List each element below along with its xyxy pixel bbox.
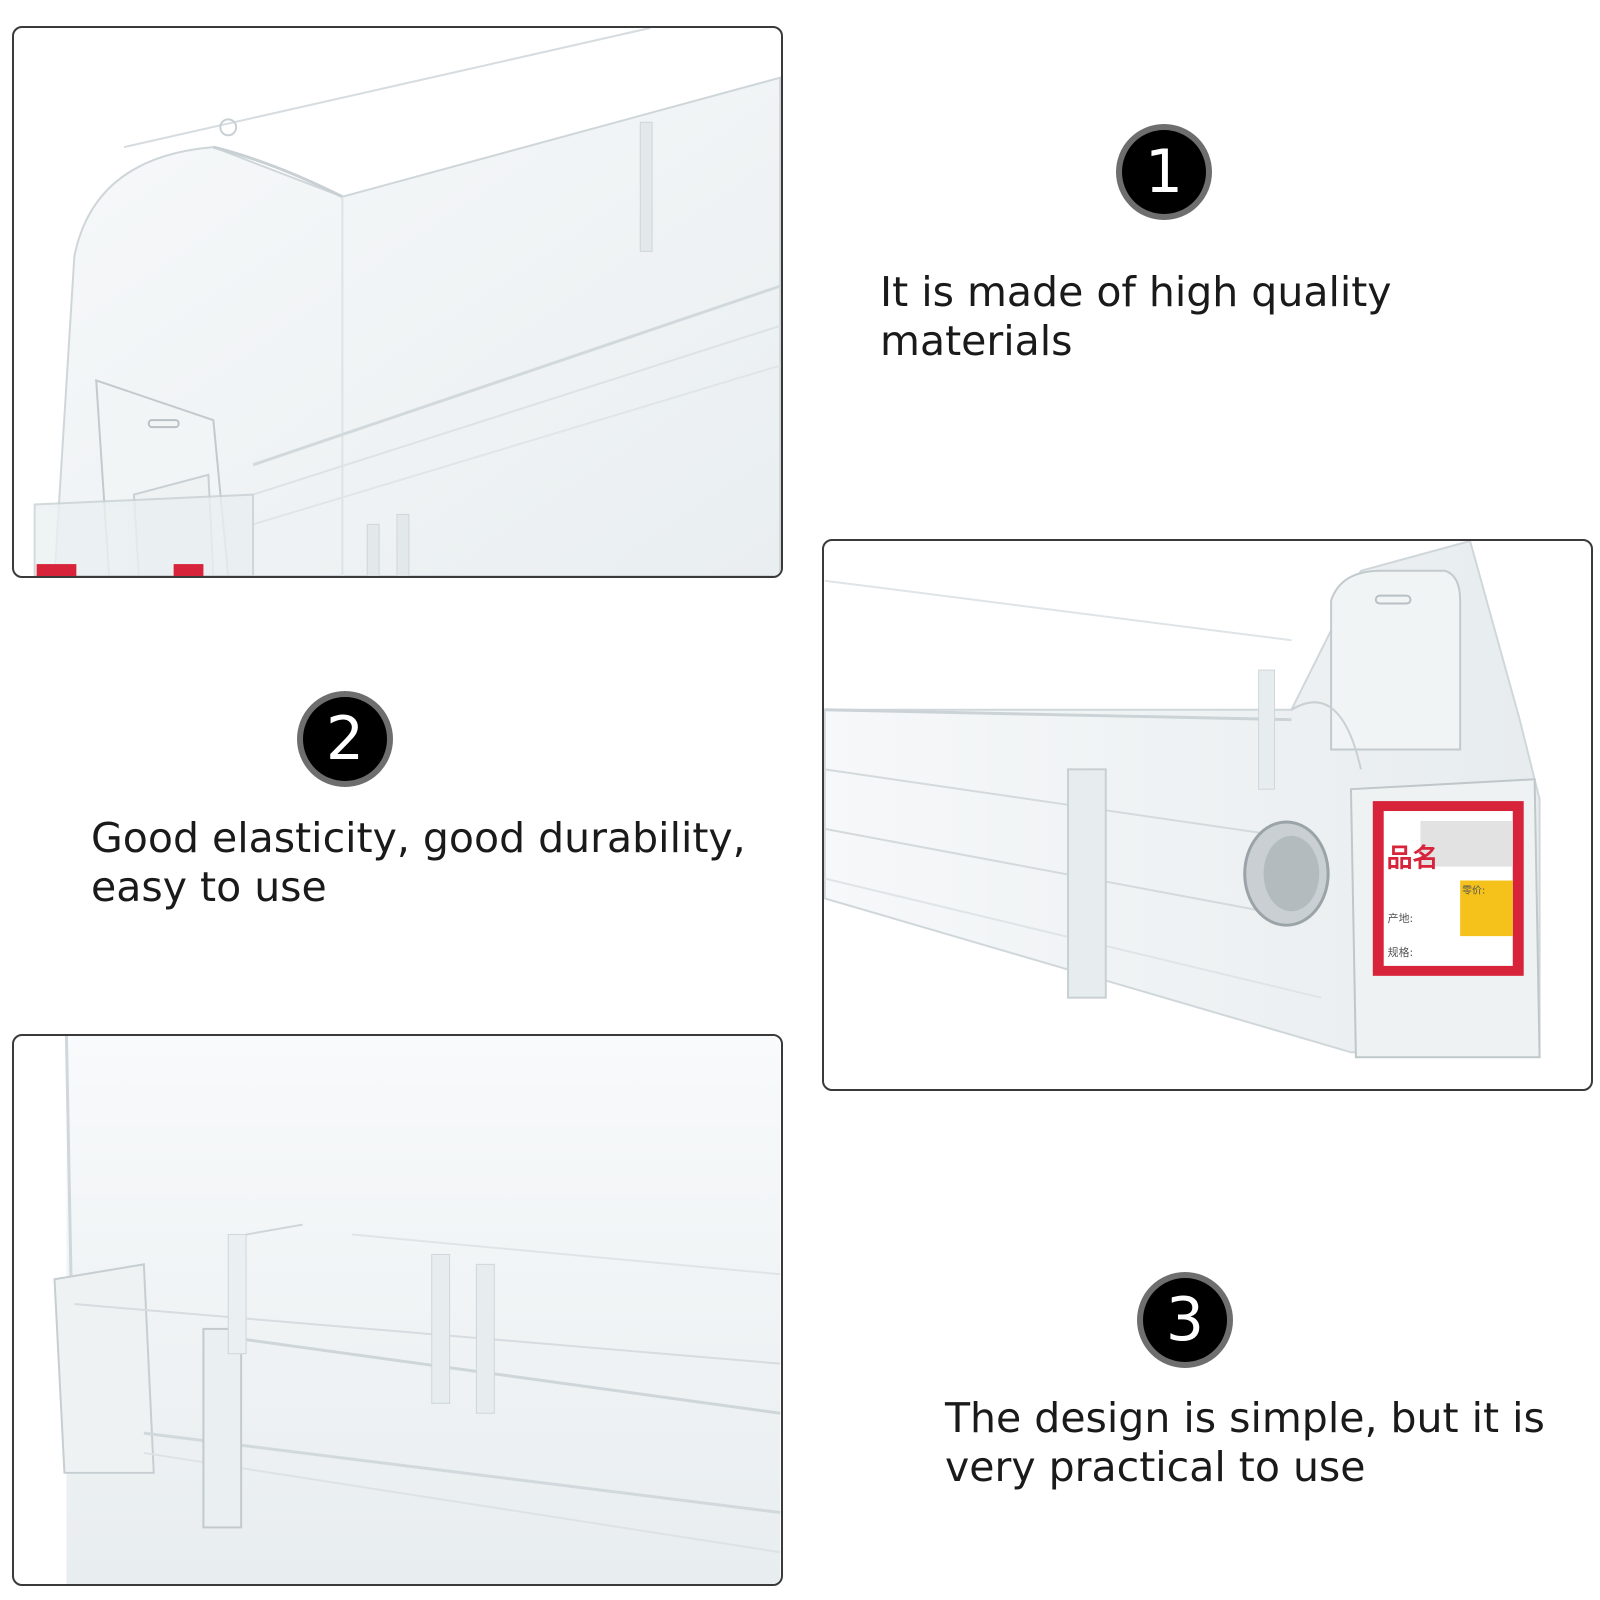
- acrylic-pusher-label-illustration: 品名 零价: 产地: 规格:: [824, 541, 1541, 1059]
- feature-number-badge-3: 3: [1137, 1272, 1233, 1368]
- label-name-field: 品名: [1387, 843, 1439, 874]
- product-photo-front-divider: [12, 1034, 783, 1586]
- price-label-card: 品名 零价: 产地: 规格:: [1372, 801, 1524, 976]
- product-photo-top-cover: [12, 26, 783, 578]
- product-photo-side-label: 品名 零价: 产地: 规格:: [822, 539, 1593, 1091]
- label-price-field: 零价:: [1462, 884, 1485, 896]
- acrylic-pusher-divider-illustration: [53, 1036, 781, 1584]
- feature-caption-3: The design is simple, but it is very pra…: [945, 1394, 1545, 1491]
- feature-number-badge-2: 2: [297, 691, 393, 787]
- label-origin-field: 产地:: [1388, 911, 1414, 925]
- label-spec-field: 规格:: [1388, 945, 1414, 959]
- feature-number-badge-1: 1: [1116, 124, 1212, 220]
- feature-caption-2: Good elasticity, good durability, easy t…: [91, 814, 746, 911]
- feature-caption-1: It is made of high quality materials: [880, 268, 1392, 365]
- acrylic-pusher-cover-illustration: [33, 28, 781, 576]
